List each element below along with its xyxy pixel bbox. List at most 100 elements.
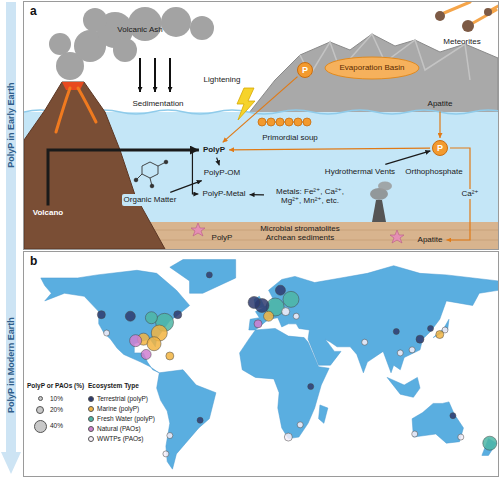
site-bubble [141, 349, 151, 359]
time-arrow-head [1, 452, 21, 474]
evaporation-basin [325, 57, 419, 79]
flow-arrow [48, 150, 199, 205]
legend-text: 10% [50, 395, 63, 402]
node-text: Hydrothermal Vents [325, 167, 395, 176]
site-bubble [248, 296, 260, 308]
illustration-shape [444, 2, 498, 23]
illustration-shape [83, 8, 107, 32]
node-text: PolyP-OM [204, 168, 240, 177]
process-label: Lightening [204, 75, 241, 84]
site-bubble [125, 311, 135, 321]
illustration-shape [49, 33, 71, 55]
concept-box: Volcano [31, 207, 66, 218]
illustration-shape [462, 20, 474, 32]
phosphate-circle: P [297, 62, 313, 78]
panel-letter: a [30, 5, 37, 19]
legend-swatch [88, 436, 94, 442]
site-bubble [308, 384, 314, 390]
legend-text: WWTPs (PAOs) [97, 435, 143, 442]
site-bubble [197, 417, 203, 423]
stromatolites [191, 223, 404, 243]
legend-swatch [88, 426, 94, 432]
continent [240, 328, 330, 438]
phosphate-circle: P [432, 140, 448, 156]
sediment-label: Microbial stromatolites Archean sediment… [245, 224, 355, 242]
mountains [245, 34, 498, 118]
site-bubble [450, 413, 456, 419]
illustration-group [258, 118, 311, 126]
legend-entry: Terrestrial (polyP) [88, 395, 148, 402]
site-bubble [264, 311, 274, 321]
illustration-shape [303, 118, 311, 126]
site-bubble [483, 436, 497, 450]
edge-label: Ca²⁺ [460, 189, 479, 198]
circle-fill [433, 141, 448, 156]
illustration-shape [191, 223, 205, 236]
panel-frame [24, 2, 499, 250]
legend-entry: Fresh Water (polyP) [88, 415, 155, 422]
site-bubble [393, 329, 399, 335]
site-bubble [284, 433, 292, 441]
site-bubble [282, 308, 290, 316]
node-text: PolyP-Metal [202, 189, 245, 198]
illustration-shape [484, 8, 492, 16]
lightning-bolt [237, 88, 255, 120]
legend-text: 20% [50, 406, 63, 413]
legend-entry: WWTPs (PAOs) [88, 435, 143, 442]
concept-box: Organic Matter [122, 194, 179, 205]
legend-swatch [88, 416, 94, 422]
site-bubble [147, 337, 161, 351]
legend-entry: 20% [33, 406, 63, 414]
illustration-shape [294, 118, 302, 126]
time-arrow-shaft [6, 2, 16, 454]
node-text: P [297, 62, 313, 78]
site-bubble [275, 285, 285, 295]
node-text: P [432, 140, 448, 156]
illustration-shape [113, 38, 137, 62]
legend-entry: 10% [33, 395, 63, 402]
site-bubble [166, 352, 174, 360]
legend-entry: 40% [33, 420, 63, 433]
illustration-shape [139, 58, 141, 92]
site-bubble [362, 339, 368, 345]
flow-arrow [250, 194, 264, 196]
illustration-shape [128, 7, 162, 41]
site-bubble [174, 311, 182, 319]
illustration-shape [258, 118, 266, 126]
flow-arrow [192, 150, 198, 194]
site-bubble [130, 335, 142, 347]
illustration-shape [134, 178, 138, 182]
world-map [41, 260, 498, 470]
process-label: Volcanic Ash [117, 25, 162, 34]
site-bubble [167, 433, 173, 439]
node-text: Organic Matter [124, 195, 177, 204]
concept-box: Apatite [416, 234, 445, 245]
site-bubble [397, 350, 403, 356]
process-label: Sedimentation [132, 99, 183, 108]
legend-swatch [88, 406, 94, 412]
source-label: Meteorites [443, 37, 480, 46]
site-bubble [436, 331, 444, 339]
lava-flow [56, 88, 96, 132]
illustration-shape [190, 16, 214, 40]
site-bubble [104, 330, 110, 336]
ash-cloud [49, 7, 214, 80]
site-bubble [297, 422, 303, 428]
size-swatch [34, 420, 47, 433]
node-text: Volcano [33, 208, 64, 217]
concept-box: PolyP [201, 144, 227, 155]
node-text: Apatite [428, 99, 453, 108]
node-text: PolyP [203, 145, 225, 154]
process-label: Evaporation Basin [340, 63, 405, 72]
site-bubble [458, 434, 464, 440]
node-text: Metals: Fe²⁺, Ca²⁺, Mg²⁺, Mn²⁺, etc. [268, 187, 352, 205]
illustration-shape [154, 58, 156, 92]
sedimentation-arrows [140, 58, 170, 92]
illustration-shape [169, 58, 171, 92]
hydrothermal-vent [370, 182, 392, 223]
site-bubble [293, 313, 299, 319]
continent [41, 270, 190, 373]
site-bubble [412, 431, 418, 437]
continent [170, 260, 236, 294]
